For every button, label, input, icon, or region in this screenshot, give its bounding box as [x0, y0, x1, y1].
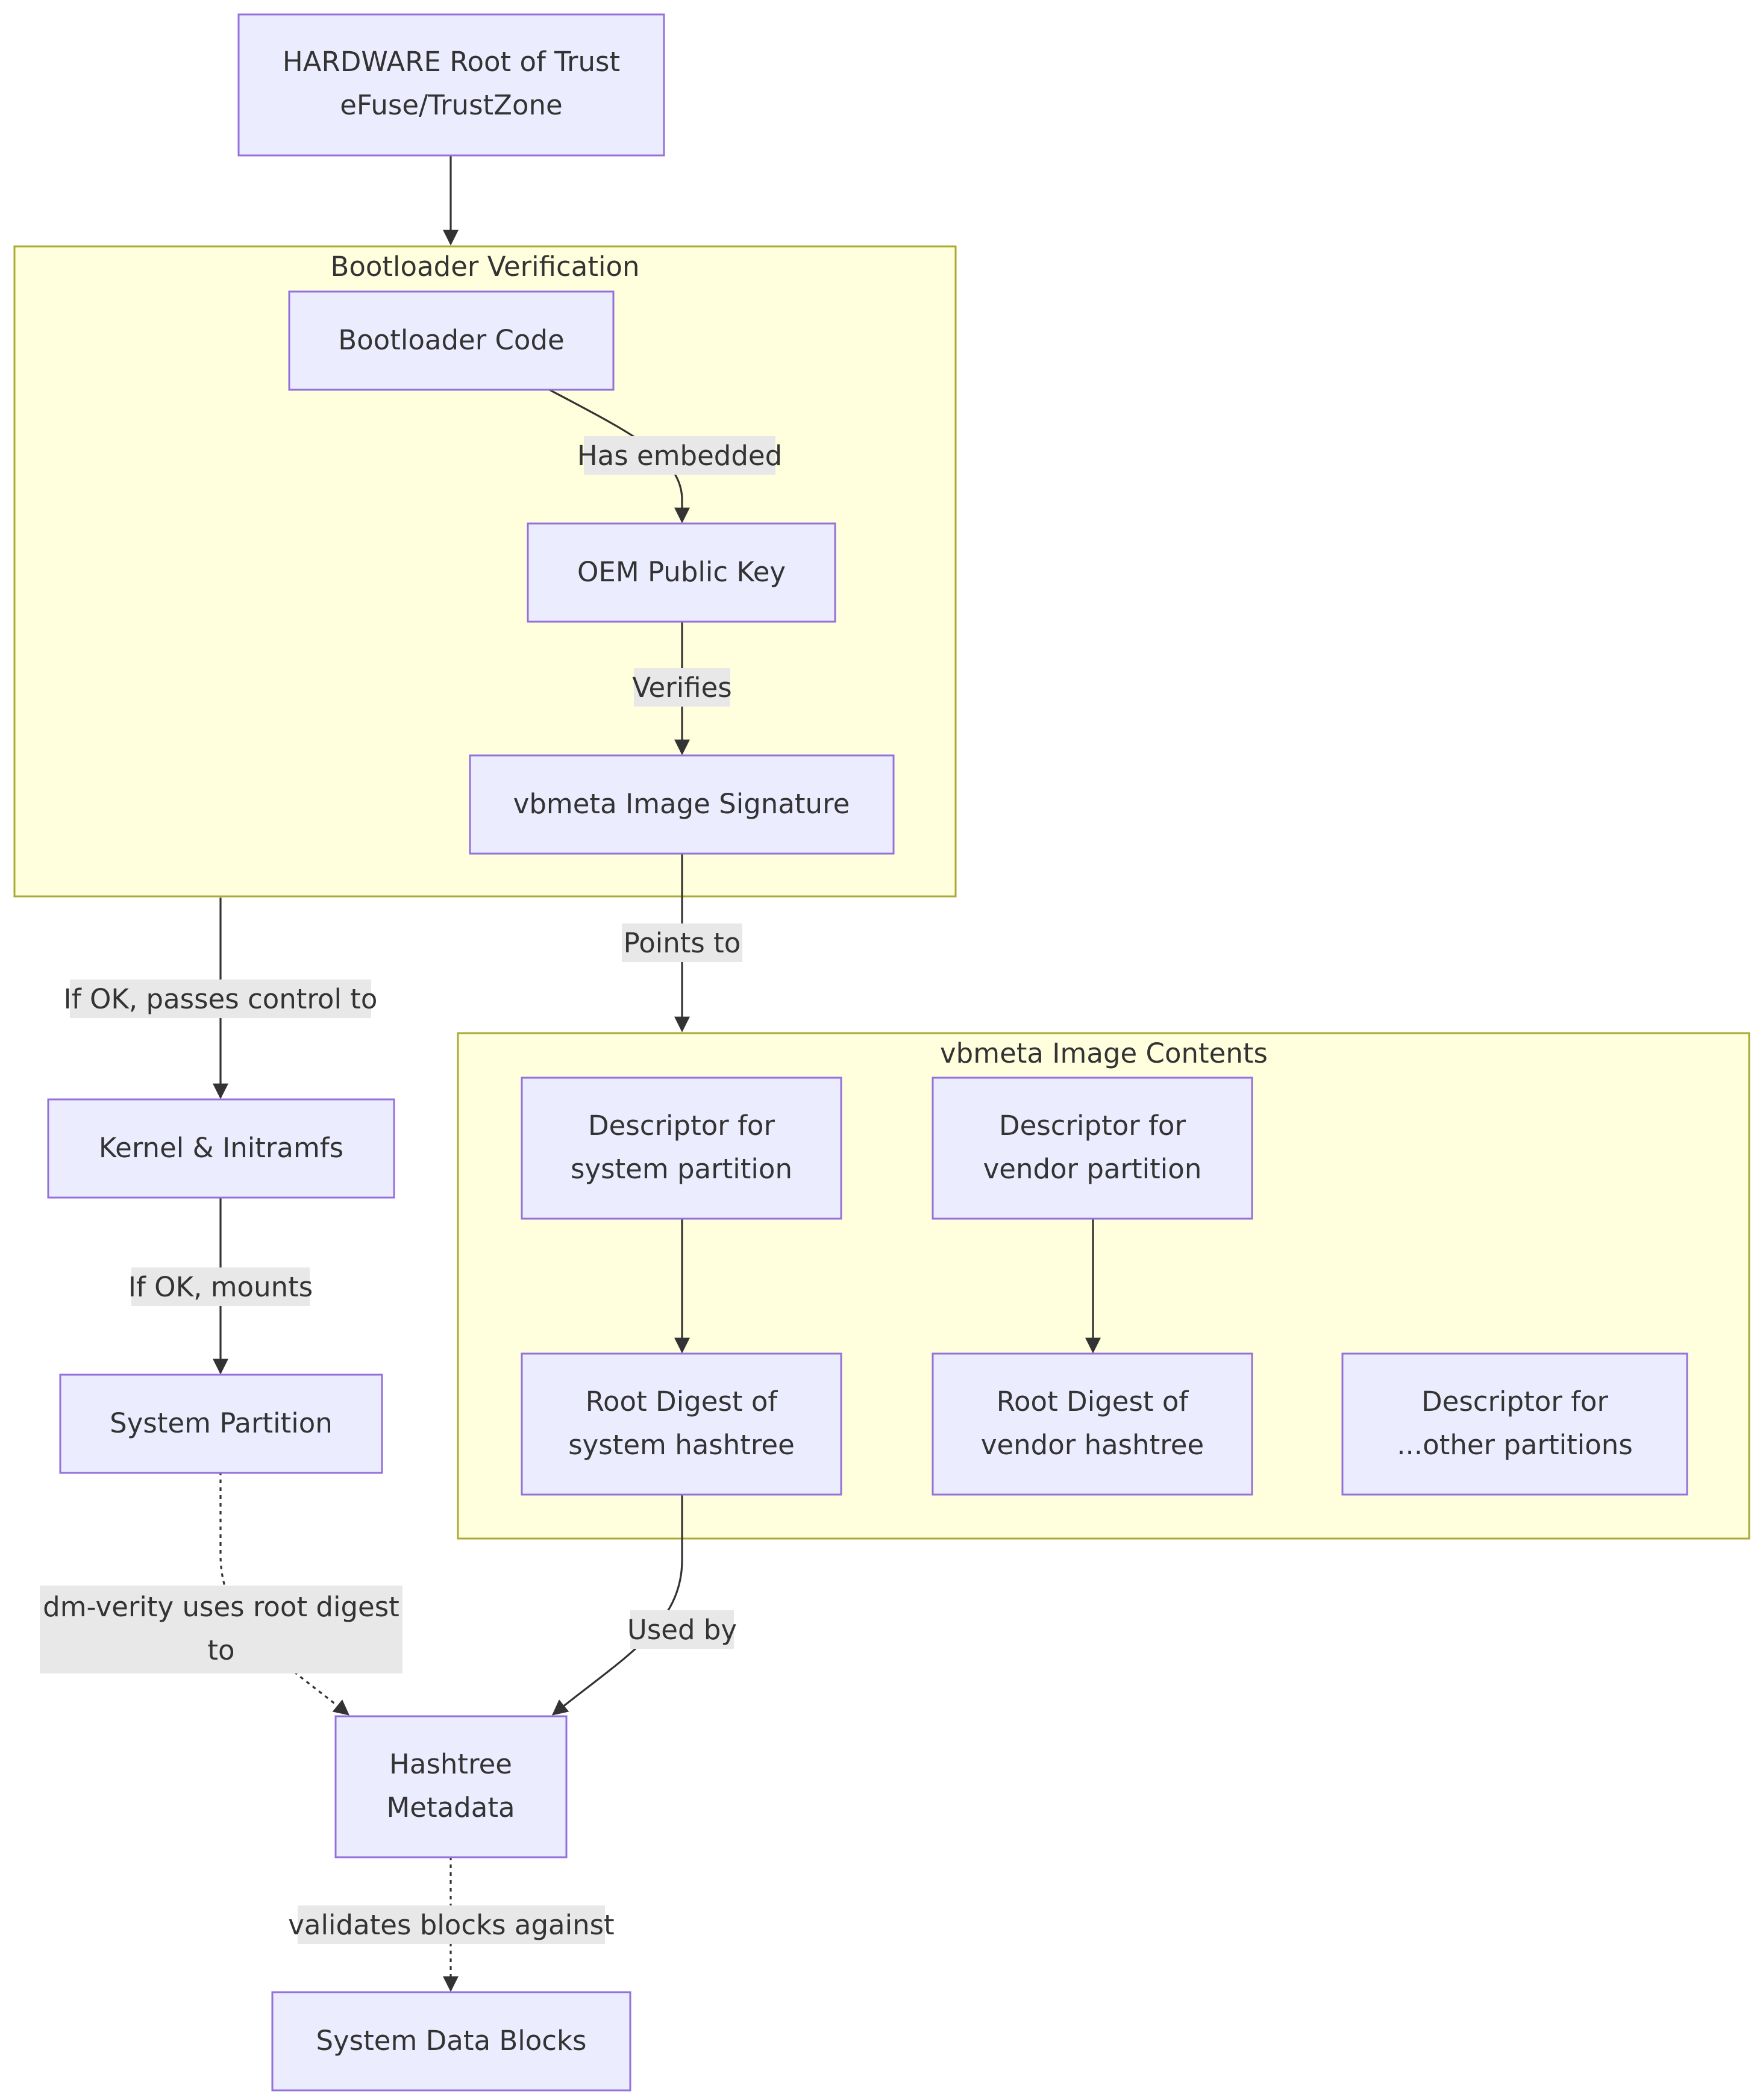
svg-text:eFuse/TrustZone: eFuse/TrustZone — [340, 89, 562, 121]
svg-text:dm-verity uses root digest: dm-verity uses root digest — [43, 1591, 399, 1623]
node-kernel-initramfs: Kernel & Initramfs — [47, 1098, 395, 1199]
edge-label-validates: validates blocks against — [288, 1905, 615, 1944]
vbmeta-contents-title: vbmeta Image Contents — [940, 1037, 1268, 1069]
edge-label-has-embedded: Has embedded — [577, 436, 782, 475]
svg-text:vendor partition: vendor partition — [983, 1153, 1202, 1185]
node-descriptor-system-partition: Descriptor for system partition — [521, 1077, 842, 1220]
svg-text:vbmeta Image Signature: vbmeta Image Signature — [513, 788, 850, 820]
edge-label-mounts: If OK, mounts — [128, 1267, 313, 1306]
svg-text:Bootloader Code: Bootloader Code — [338, 324, 564, 356]
svg-text:Metadata: Metadata — [386, 1792, 515, 1823]
node-hashtree-metadata: Hashtree Metadata — [334, 1715, 568, 1858]
svg-text:system hashtree: system hashtree — [568, 1429, 795, 1461]
svg-text:Verifies: Verifies — [632, 672, 731, 704]
svg-text:Used by: Used by — [627, 1614, 737, 1646]
edge-label-used-by: Used by — [627, 1610, 737, 1649]
svg-text:Root Digest of: Root Digest of — [586, 1386, 778, 1417]
node-system-data-blocks: System Data Blocks — [271, 1991, 631, 2092]
svg-text:If OK, passes control to: If OK, passes control to — [64, 983, 378, 1015]
svg-text:Root Digest of: Root Digest of — [997, 1386, 1189, 1417]
bootloader-verification-title: Bootloader Verification — [330, 251, 639, 283]
node-system-partition: System Partition — [59, 1373, 383, 1474]
svg-text:vendor hashtree: vendor hashtree — [981, 1429, 1204, 1461]
svg-text:OEM Public Key: OEM Public Key — [577, 556, 786, 588]
svg-text:Descriptor for: Descriptor for — [999, 1110, 1186, 1142]
svg-text:HARDWARE Root of Trust: HARDWARE Root of Trust — [283, 46, 620, 78]
node-root-digest-system: Root Digest of system hashtree — [521, 1352, 842, 1496]
svg-text:System Partition: System Partition — [110, 1407, 333, 1439]
edge-label-verifies: Verifies — [632, 668, 732, 707]
svg-text:system partition: system partition — [571, 1153, 792, 1185]
edge-label-dm-verity: dm-verity uses root digest to — [40, 1586, 402, 1673]
svg-text:validates blocks against: validates blocks against — [288, 1909, 614, 1941]
svg-text:Hashtree: Hashtree — [389, 1748, 512, 1780]
edge-label-passes-control: If OK, passes control to — [64, 980, 378, 1018]
svg-text:Points to: Points to — [624, 927, 741, 959]
node-descriptor-vendor-partition: Descriptor for vendor partition — [932, 1077, 1253, 1220]
svg-text:Descriptor for: Descriptor for — [588, 1110, 775, 1142]
svg-text:...other partitions: ...other partitions — [1397, 1429, 1633, 1461]
node-bootloader-code: Bootloader Code — [288, 290, 615, 391]
svg-text:Has embedded: Has embedded — [577, 440, 782, 472]
svg-text:If OK, mounts: If OK, mounts — [128, 1271, 313, 1303]
svg-text:Descriptor for: Descriptor for — [1421, 1386, 1608, 1417]
svg-text:to: to — [207, 1634, 234, 1666]
svg-text:System Data Blocks: System Data Blocks — [316, 2025, 586, 2057]
node-hardware-root-of-trust: HARDWARE Root of Trust eFuse/TrustZone — [237, 13, 665, 157]
node-descriptor-other-partitions: Descriptor for ...other partitions — [1341, 1352, 1688, 1496]
edge-label-points-to: Points to — [622, 923, 742, 962]
node-root-digest-vendor: Root Digest of vendor hashtree — [932, 1352, 1253, 1496]
svg-text:Kernel & Initramfs: Kernel & Initramfs — [99, 1132, 343, 1164]
node-vbmeta-image-signature: vbmeta Image Signature — [469, 754, 895, 855]
node-oem-public-key: OEM Public Key — [527, 522, 836, 623]
